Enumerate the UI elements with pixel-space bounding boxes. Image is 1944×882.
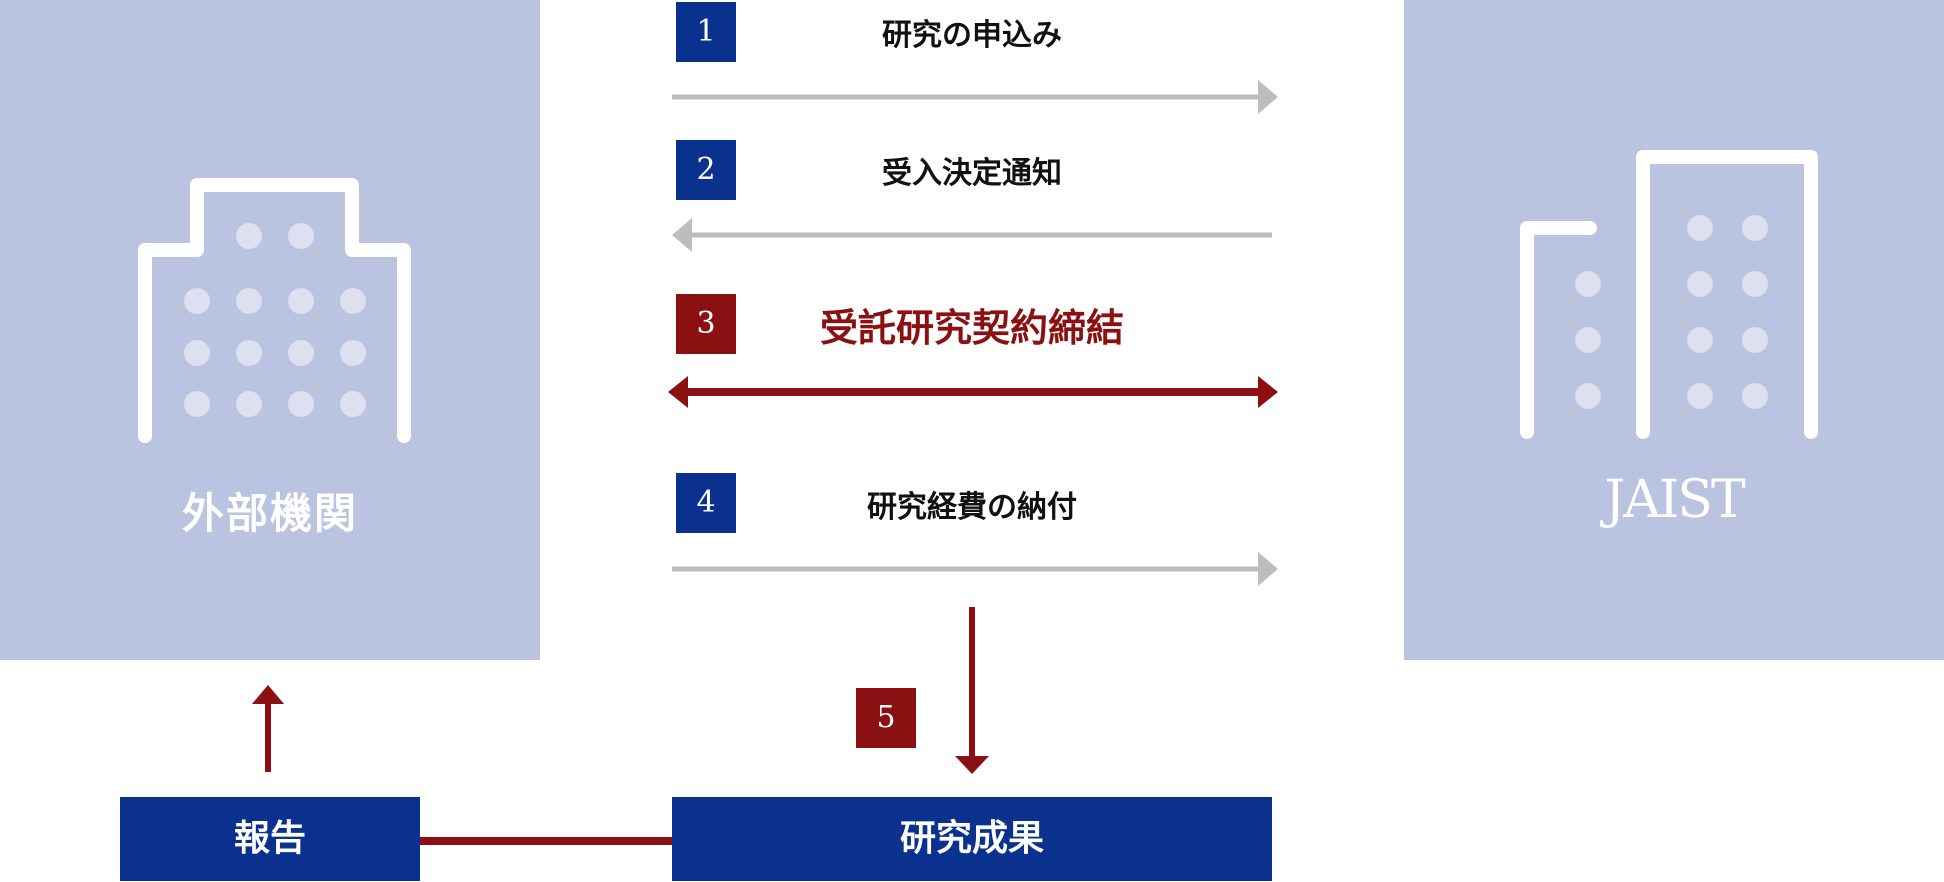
window-dot xyxy=(1742,271,1768,297)
step-2-badge: 2 xyxy=(676,140,736,200)
window-dot xyxy=(1687,271,1713,297)
window-dots xyxy=(1575,215,1768,409)
window-dot xyxy=(1687,383,1713,409)
step-3-badge: 3 xyxy=(676,294,736,354)
window-dot xyxy=(1687,215,1713,241)
window-dot xyxy=(1575,383,1601,409)
window-dot xyxy=(1742,327,1768,353)
building-icon xyxy=(138,178,411,443)
window-dot xyxy=(1742,215,1768,241)
window-dot xyxy=(340,391,366,417)
window-dot xyxy=(236,340,262,366)
window-dot xyxy=(1575,271,1601,297)
step-5-down-arrow xyxy=(955,607,989,774)
window-dot xyxy=(1575,327,1601,353)
window-dot xyxy=(340,288,366,314)
step-4-badge: 4 xyxy=(676,473,736,533)
jaist-panel xyxy=(1404,0,1944,660)
window-dot xyxy=(1742,383,1768,409)
step-4-label: 研究経費の納付 xyxy=(867,490,1077,525)
step-3-label: 受託研究契約締結 xyxy=(819,306,1124,350)
window-dot xyxy=(184,340,210,366)
step-1-label: 研究の申込み xyxy=(882,18,1062,53)
window-dot xyxy=(340,340,366,366)
window-dot xyxy=(288,223,314,249)
step-3-double-arrow xyxy=(668,376,1278,408)
office-building-icon xyxy=(1520,150,1818,439)
window-dot xyxy=(236,223,262,249)
step-1-arrow xyxy=(672,80,1278,114)
window-dots xyxy=(184,223,366,417)
research-result-box: 研究成果 xyxy=(672,797,1272,881)
step-1-badge: 1 xyxy=(676,2,736,62)
window-dot xyxy=(184,288,210,314)
external-organization-label: 外部機関 xyxy=(181,489,358,538)
window-dot xyxy=(288,391,314,417)
step-5-badge: 5 xyxy=(856,688,916,748)
window-dot xyxy=(288,288,314,314)
window-dot xyxy=(1687,327,1713,353)
window-dot xyxy=(288,340,314,366)
external-organization-panel xyxy=(0,0,540,660)
step-2-arrow xyxy=(672,218,1272,252)
window-dot xyxy=(184,391,210,417)
jaist-label: JAIST xyxy=(1604,470,1745,530)
step-2-label: 受入決定通知 xyxy=(882,156,1062,191)
report-box: 報告 xyxy=(120,797,420,881)
window-dot xyxy=(236,288,262,314)
window-dot xyxy=(236,391,262,417)
step-4-arrow xyxy=(672,552,1278,586)
report-up-arrow xyxy=(252,685,284,772)
